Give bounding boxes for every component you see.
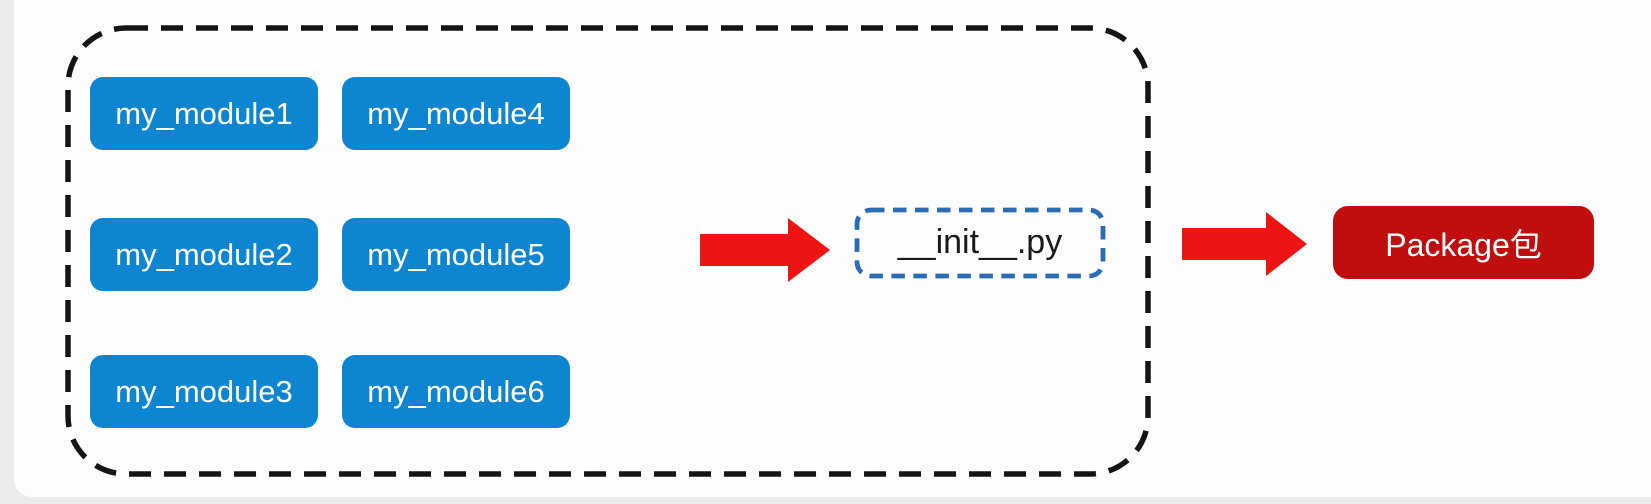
init-file-label: __init__.py [897, 223, 1063, 261]
module-box-my-module3: my_module3 [90, 355, 318, 428]
init-file-dashed-border [854, 207, 1106, 279]
module-box-my-module4: my_module4 [342, 77, 570, 150]
module-box-my-module5: my_module5 [342, 218, 570, 291]
package-box: Package包 [1333, 206, 1594, 279]
module-box-my-module2: my_module2 [90, 218, 318, 291]
module-group-dashed-border [65, 25, 1151, 477]
module-box-my-module1: my_module1 [90, 77, 318, 150]
arrow-right-icon [1182, 212, 1307, 276]
arrow-right-icon [700, 218, 830, 282]
module-box-my-module6: my_module6 [342, 355, 570, 428]
